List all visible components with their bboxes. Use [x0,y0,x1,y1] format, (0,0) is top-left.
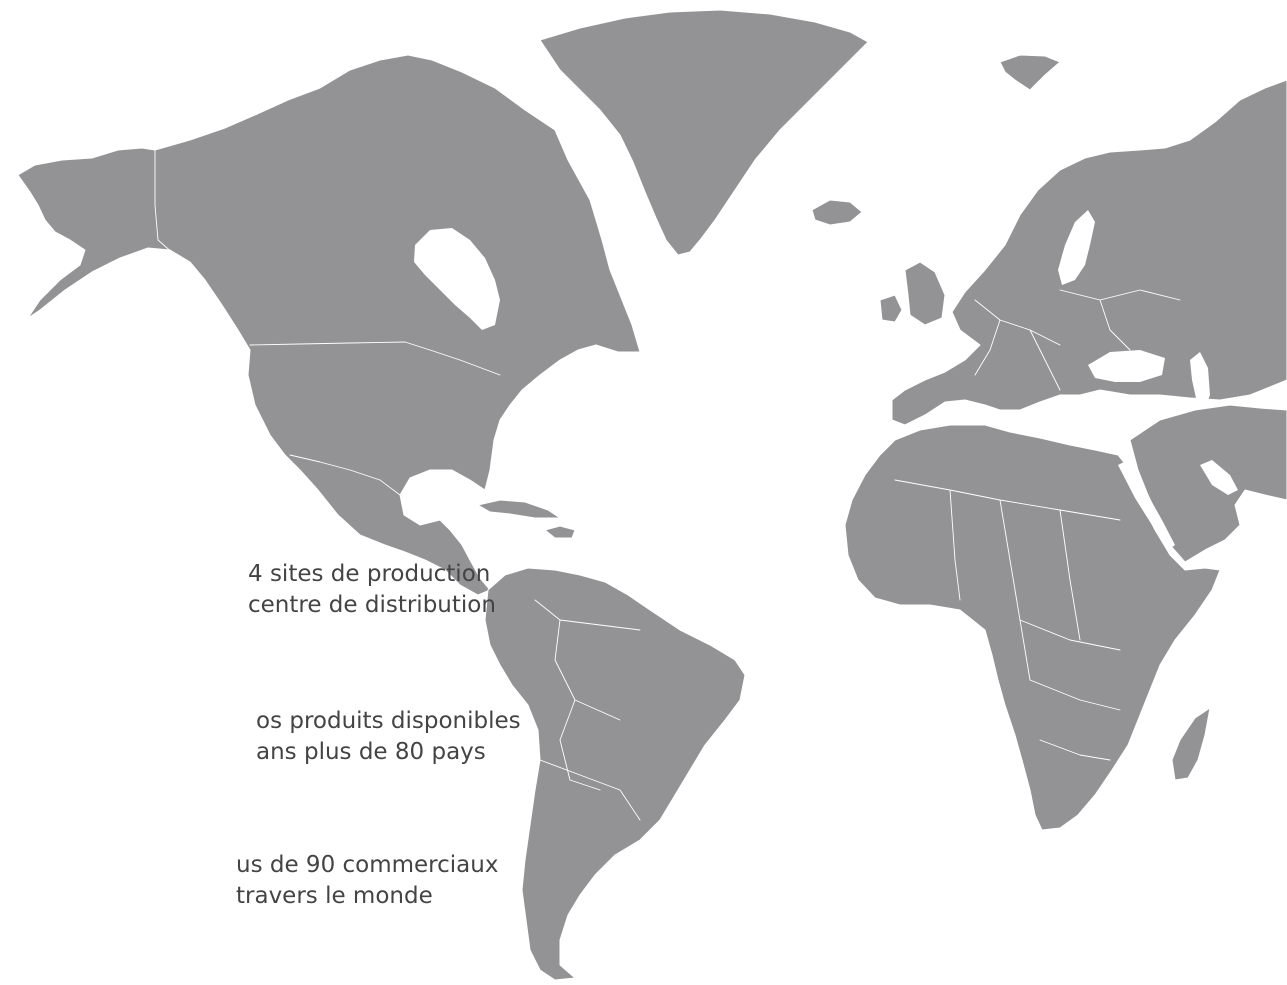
us-canada-border [249,341,501,376]
caspian-sea [1190,352,1210,410]
stat-sales-line1: us de 90 commerciaux [236,852,499,878]
svalbard [999,54,1061,91]
africa [844,424,1221,831]
europe [891,79,1287,426]
greenland [539,9,869,256]
great-britain [904,261,946,326]
ireland [879,294,903,323]
black-sea [1088,350,1165,382]
baltic-sea [1058,210,1095,285]
stat-production-sites: 4 sites de production centre de distribu… [248,559,496,621]
stat-sales-reps: us de 90 commerciaux travers le monde [236,850,498,912]
south-america [484,567,746,981]
africa-borders [894,479,1121,761]
stat-production-line2: centre de distribution [248,592,496,618]
alaska-border [154,149,176,256]
cuba [477,499,561,519]
hispaniola [544,525,576,539]
stat-sales-line2: travers le monde [236,883,433,909]
stat-products-line2: ans plus de 80 pays [256,739,486,765]
madagascar [1171,707,1211,781]
stat-products-line1: os produits disponibles [256,708,521,734]
red-sea [1118,460,1175,550]
north-america [17,54,641,596]
south-america-borders [534,599,641,821]
stat-products-available: os produits disponibles ans plus de 80 p… [256,706,521,768]
us-mexico-border [289,454,401,496]
persian-gulf [1200,460,1238,495]
iceland [811,199,863,226]
europe-borders [974,289,1181,391]
stat-production-line1: 4 sites de production [248,561,491,587]
hudson-bay [414,228,500,330]
